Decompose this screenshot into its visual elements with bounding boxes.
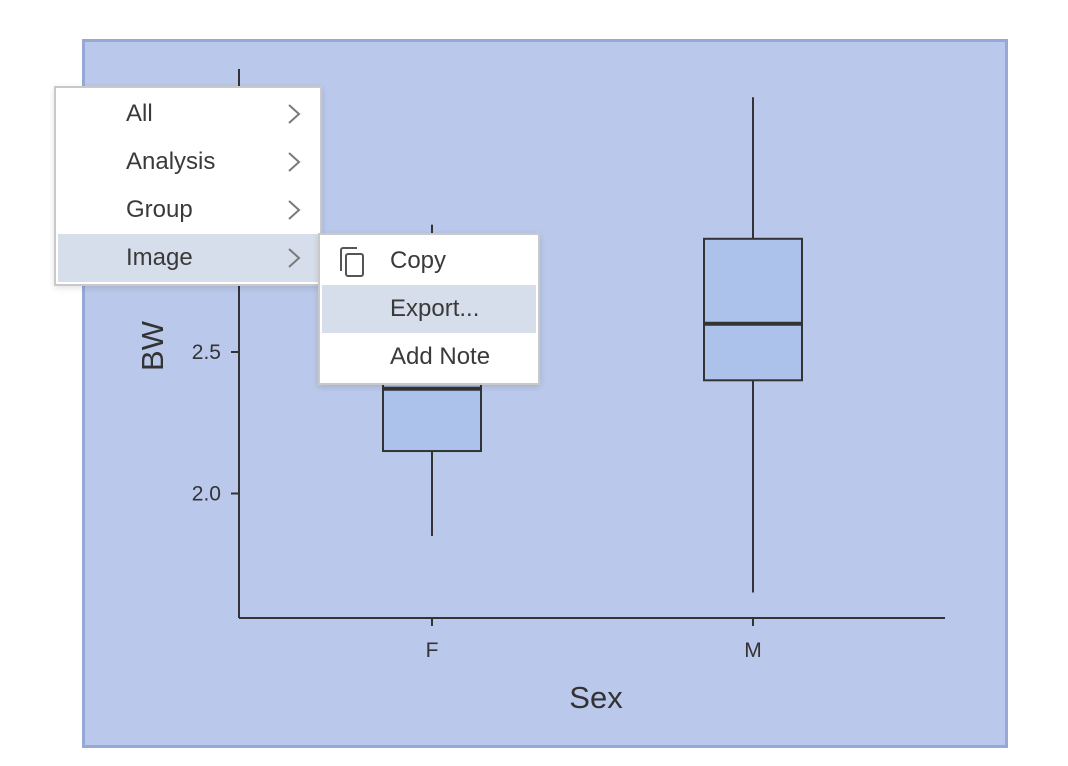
y-tick-label: 2.0 <box>192 482 221 505</box>
menu-item-add-note[interactable]: Add Note <box>322 333 536 381</box>
menu-item-group[interactable]: Group <box>58 186 318 234</box>
menu-item-label: All <box>126 100 153 127</box>
y-tick-label: 2.5 <box>192 341 221 364</box>
menu-item-label: Group <box>126 196 193 223</box>
x-axis-title: Sex <box>569 680 623 715</box>
x-tick-label: M <box>744 639 762 662</box>
menu-item-label: Add Note <box>390 343 491 370</box>
chevron-right-icon <box>288 104 301 124</box>
menu-item-image[interactable]: Image <box>58 234 318 282</box>
chevron-right-icon <box>288 200 301 220</box>
menu-item-export[interactable]: Export... <box>322 285 536 333</box>
menu-item-analysis[interactable]: Analysis <box>58 138 318 186</box>
menu-item-all[interactable]: All <box>58 90 318 138</box>
image-submenu: Copy Export... Add Note <box>318 233 540 385</box>
chevron-right-icon <box>288 152 301 172</box>
copy-icon <box>340 247 364 277</box>
y-axis-title: BW <box>135 320 170 371</box>
menu-item-copy[interactable]: Copy <box>322 237 536 285</box>
menu-item-label: Export... <box>390 295 480 322</box>
chevron-right-icon <box>288 248 301 268</box>
menu-item-label: Image <box>126 244 193 271</box>
context-menu: All Analysis Group Image <box>54 86 322 286</box>
x-tick-label: F <box>426 639 439 662</box>
box-iqr <box>703 237 803 382</box>
menu-item-label: Copy <box>390 247 447 274</box>
menu-item-label: Analysis <box>126 148 216 175</box>
